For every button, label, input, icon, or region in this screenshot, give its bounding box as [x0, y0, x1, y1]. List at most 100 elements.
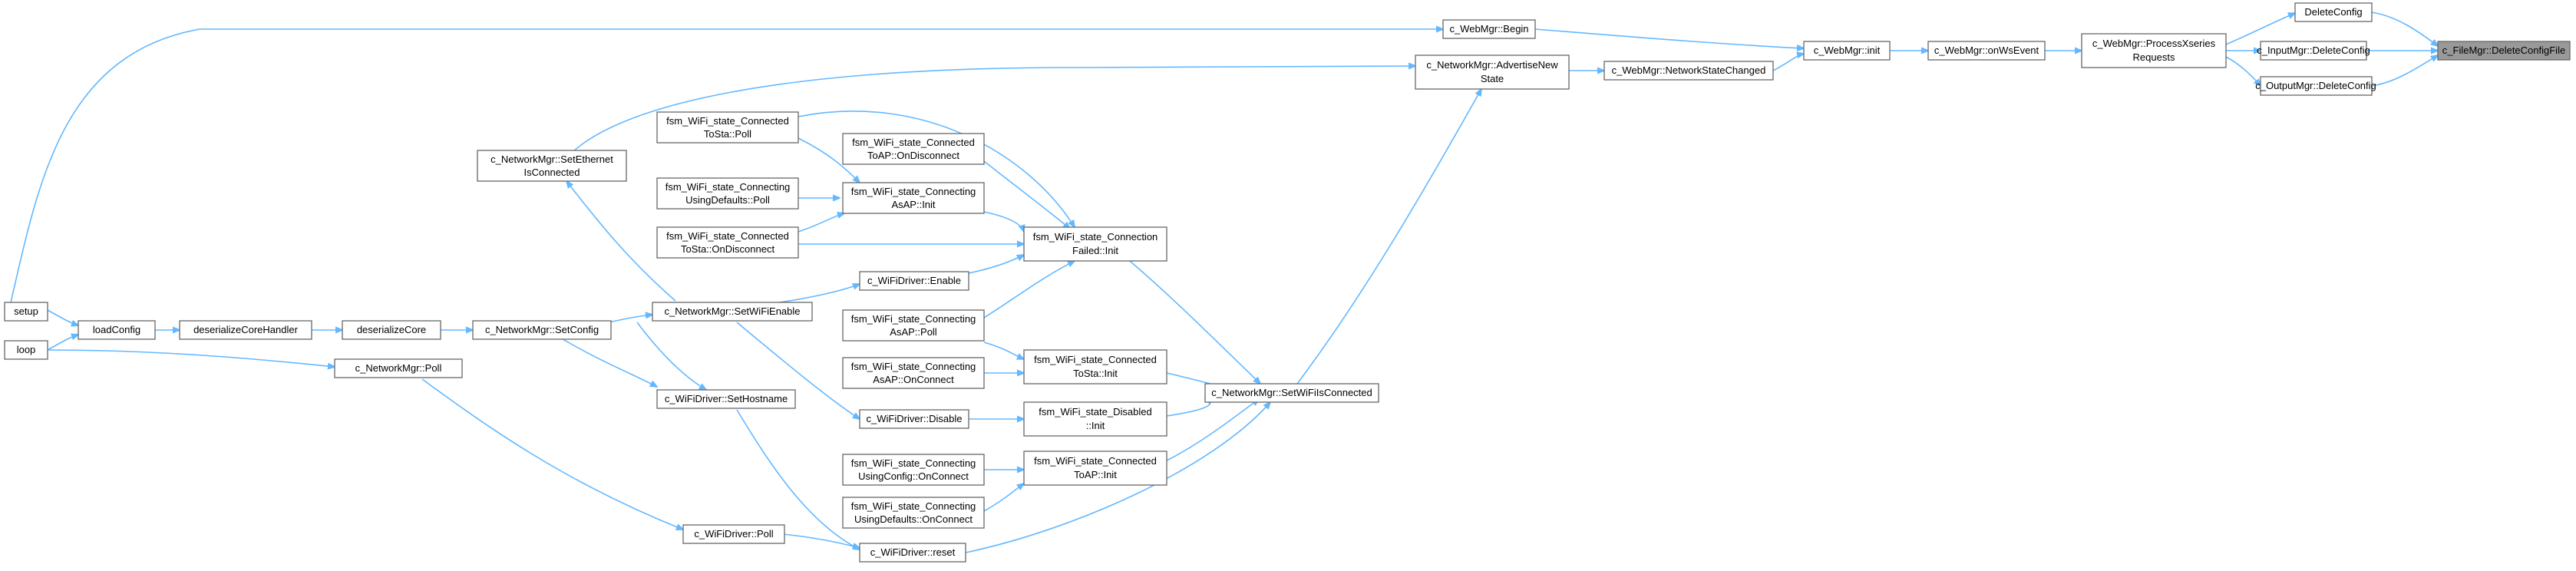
node-label: loadConfig	[93, 324, 140, 335]
node-usingdefaults-poll[interactable]: fsm_WiFi_state_Connecting UsingDefaults:…	[656, 177, 799, 210]
node-disabled-init[interactable]: fsm_WiFi_state_Disabled ::Init	[1023, 401, 1167, 437]
node-label-line1: fsm_WiFi_state_Connected	[1034, 354, 1157, 365]
node-connectedtosta-poll[interactable]: fsm_WiFi_state_Connected ToSta::Poll	[656, 111, 799, 144]
node-setup[interactable]: setup	[4, 302, 48, 322]
edge-setwifiisconnected-to-advertise	[1296, 89, 1481, 385]
node-connectingasap-onconnect[interactable]: fsm_WiFi_state_Connecting AsAP::OnConnec…	[842, 357, 985, 389]
node-label-line2: UsingDefaults::Poll	[685, 194, 770, 206]
node-label-line1: fsm_WiFi_state_Connecting	[665, 181, 791, 193]
node-connectedtosta-ondisconnect[interactable]: fsm_WiFi_state_Connected ToSta::OnDiscon…	[656, 226, 799, 259]
node-connectingasap-poll[interactable]: fsm_WiFi_state_Connecting AsAP::Poll	[842, 309, 985, 342]
node-label-line1: fsm_WiFi_state_Connecting	[851, 500, 976, 512]
node-label: c_WebMgr::Begin	[1449, 23, 1528, 35]
node-label-line2: State	[1481, 73, 1504, 84]
node-webmgr-networkstatechanged[interactable]: c_WebMgr::NetworkStateChanged	[1603, 61, 1774, 81]
edge-tostaondisconnect-to-asapinit	[798, 213, 844, 233]
node-deserializecore[interactable]: deserializeCore	[342, 320, 441, 340]
node-wifidriver-enable[interactable]: c_WiFiDriver::Enable	[859, 271, 969, 291]
node-label: c_NetworkMgr::SetConfig	[485, 324, 599, 335]
node-inputmgr-deleteconfig[interactable]: c_InputMgr::DeleteConfig	[2257, 41, 2370, 61]
node-connectingasap-init[interactable]: fsm_WiFi_state_Connecting AsAP::Init	[842, 182, 985, 214]
node-connectedtoap-ondisconnect[interactable]: fsm_WiFi_state_Connected ToAP::OnDisconn…	[842, 133, 985, 165]
node-label: c_NetworkMgr::Poll	[355, 362, 442, 374]
node-webmgr-init[interactable]: c_WebMgr::init	[1803, 41, 1891, 61]
node-label: c_FileMgr::DeleteConfigFile	[2442, 45, 2565, 56]
node-label-line1: c_WebMgr::ProcessXseries	[2092, 38, 2216, 49]
edge-setwifienable-to-sethostname	[636, 322, 706, 390]
node-loop[interactable]: loop	[4, 340, 48, 360]
edge-loop-to-loadconfig	[47, 335, 78, 351]
edge-networkmgrpoll-to-driverpoll	[421, 378, 683, 530]
node-usingdefaults-onconnect[interactable]: fsm_WiFi_state_Connecting UsingDefaults:…	[842, 497, 985, 529]
edge-connectedtoap-to-setwifiisconnected	[1166, 399, 1259, 461]
node-label-line2: IsConnected	[524, 167, 580, 178]
edge-setup-to-begin	[10, 29, 1443, 303]
node-label: c_NetworkMgr::SetWiFiIsConnected	[1211, 387, 1372, 398]
node-wifidriver-poll[interactable]: c_WiFiDriver::Poll	[682, 524, 785, 544]
node-label: deserializeCoreHandler	[193, 324, 299, 335]
edge-networkstatechanged-to-webmgrinit	[1772, 54, 1804, 71]
edge-setup-to-loadconfig	[47, 309, 78, 325]
node-label-line2: ToSta::OnDisconnect	[681, 243, 775, 255]
node-label-line1: c_NetworkMgr::SetEthernet	[490, 153, 613, 165]
node-label-line1: fsm_WiFi_state_Connection	[1033, 231, 1158, 243]
node-networkmgr-setwifiisconnected[interactable]: c_NetworkMgr::SetWiFiIsConnected	[1204, 383, 1379, 403]
edge-processxseries-to-outputmgr	[2225, 56, 2261, 86]
edge-outputmgr-to-root	[2370, 55, 2438, 87]
node-wifidriver-reset[interactable]: c_WiFiDriver::reset	[859, 543, 966, 563]
node-label-line2: ToSta::Poll	[704, 128, 751, 140]
node-label: c_InputMgr::DeleteConfig	[2257, 45, 2370, 56]
node-networkmgr-setconfig[interactable]: c_NetworkMgr::SetConfig	[472, 320, 612, 340]
node-filemgr-deleteconfigfile[interactable]: c_FileMgr::DeleteConfigFile	[2437, 41, 2571, 61]
node-wifidriver-sethostname[interactable]: c_WiFiDriver::SetHostname	[656, 389, 796, 409]
node-networkmgr-setethernetisconnected[interactable]: c_NetworkMgr::SetEthernet IsConnected	[477, 150, 627, 182]
edge-toapondisconnect-to-connectionfailed	[983, 160, 1070, 229]
node-loadconfig[interactable]: loadConfig	[78, 320, 156, 340]
edge-processxseries-to-deleteconfig	[2225, 13, 2295, 45]
node-label-line2: UsingDefaults::OnConnect	[854, 513, 973, 525]
node-networkmgr-poll[interactable]: c_NetworkMgr::Poll	[334, 358, 463, 378]
node-label-line2: ToAP::Init	[1074, 469, 1117, 480]
node-label-line1: fsm_WiFi_state_Connecting	[851, 457, 976, 469]
node-webmgr-onwsevent[interactable]: c_WebMgr::onWsEvent	[1927, 41, 2046, 61]
node-connectionfailed-init[interactable]: fsm_WiFi_state_Connection Failed::Init	[1023, 226, 1167, 262]
node-deserializecorehandler[interactable]: deserializeCoreHandler	[179, 320, 312, 340]
node-webmgr-processxseries[interactable]: c_WebMgr::ProcessXseries Requests	[2081, 33, 2227, 68]
edge-enable-to-connectionfailed	[968, 255, 1024, 274]
node-networkmgr-advertisenewstate[interactable]: c_NetworkMgr::AdvertiseNew State	[1415, 54, 1570, 90]
node-wifidriver-disable[interactable]: c_WiFiDriver::Disable	[859, 409, 969, 429]
node-usingconfig-onconnect[interactable]: fsm_WiFi_state_Connecting UsingConfig::O…	[842, 454, 985, 486]
node-connectedtosta-init[interactable]: fsm_WiFi_state_Connected ToSta::Init	[1023, 349, 1167, 385]
node-outputmgr-deleteconfig[interactable]: c_OutputMgr::DeleteConfig	[2255, 76, 2376, 96]
edge-driverpoll-to-reset	[782, 533, 860, 548]
node-label: c_WiFiDriver::Disable	[867, 413, 963, 424]
node-label: DeleteConfig	[2304, 6, 2362, 18]
node-deleteconfig[interactable]: DeleteConfig	[2294, 2, 2373, 22]
edge-setconfig-to-sethostname	[560, 337, 657, 387]
node-label-line1: fsm_WiFi_state_Connecting	[851, 361, 976, 372]
node-networkmgr-setwifienable[interactable]: c_NetworkMgr::SetWiFiEnable	[652, 302, 813, 322]
node-label: c_WiFiDriver::SetHostname	[665, 393, 788, 404]
node-label-line1: fsm_WiFi_state_Connecting	[851, 313, 976, 325]
edge-setwifienable-to-disable	[736, 322, 860, 419]
edge-setwifienable-to-enable	[768, 284, 860, 305]
node-label-line2: AsAP::Poll	[890, 326, 937, 338]
node-label-line1: c_NetworkMgr::AdvertiseNew	[1426, 59, 1558, 71]
node-label: c_WebMgr::onWsEvent	[1934, 45, 2039, 56]
node-label: loop	[17, 344, 36, 355]
edge-asappoll-to-connectionfailed	[983, 261, 1075, 319]
node-label-line2: ToAP::OnDisconnect	[867, 150, 959, 161]
node-label: c_OutputMgr::DeleteConfig	[2255, 80, 2376, 91]
node-webmgr-begin[interactable]: c_WebMgr::Begin	[1442, 19, 1536, 39]
node-label: c_NetworkMgr::SetWiFiEnable	[665, 305, 801, 317]
edge-setwifienable-to-setethernet	[566, 181, 676, 302]
node-label: c_WiFiDriver::Enable	[867, 275, 961, 286]
node-connectedtoap-init[interactable]: fsm_WiFi_state_Connected ToAP::Init	[1023, 451, 1167, 486]
node-label-line2: AsAP::OnConnect	[873, 374, 954, 385]
edge-loop-to-networkmgrpoll	[47, 349, 335, 367]
node-label-line1: fsm_WiFi_state_Connected	[666, 115, 789, 127]
node-label-line2: ::Init	[1086, 420, 1105, 431]
edge-reset-to-setwifiisconnected	[965, 402, 1270, 553]
edge-asappoll-to-tostainit	[983, 342, 1024, 359]
